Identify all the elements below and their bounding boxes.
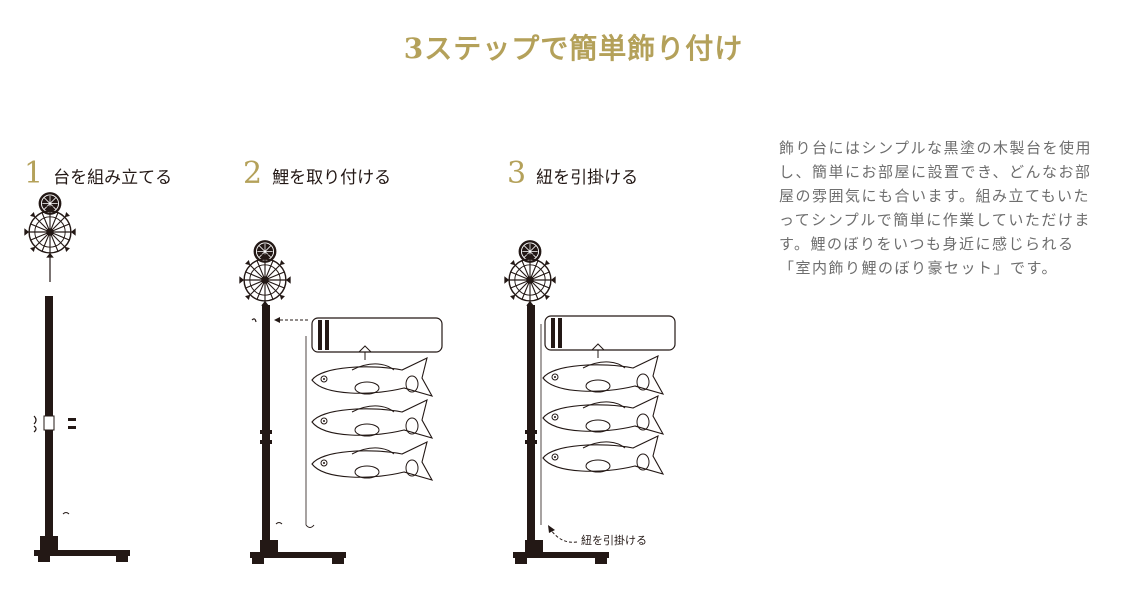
pole-stand-icon (33, 296, 130, 562)
step-1-illustration (23, 191, 130, 562)
step-3-number: 3 (507, 156, 527, 191)
carp-streamer-icon (311, 317, 443, 481)
description-line: 「室内飾り鯉のぼり豪セット」です。 (779, 259, 1059, 277)
windmill-icon (503, 239, 557, 307)
windmill-icon (23, 191, 77, 259)
description-line: 飾り台にはシンプルな黒塗の木製台を使用 (779, 139, 1093, 157)
step-1-heading: 1 台を組み立てる (24, 156, 172, 191)
carp-streamer-icon (542, 315, 676, 475)
step-3-illustration: 紐を引掛ける (503, 239, 676, 564)
windmill-icon (238, 239, 292, 307)
description-line: し、簡単にお部屋に設置でき、どんなお部 (779, 163, 1092, 181)
step-2-label: 鯉を取り付ける (272, 168, 392, 188)
page-title: 3ステップで簡単飾り付け (403, 31, 744, 65)
step-1-number: 1 (24, 156, 44, 191)
callout-label: 紐を引掛ける (581, 533, 647, 547)
step-2-heading: 2 鯉を取り付ける (243, 156, 391, 191)
description-line: 屋の雰囲気にも合います。組み立てもいた (779, 187, 1090, 205)
pole-stand-icon (513, 305, 609, 564)
description-line: す。鯉のぼりをいつも身近に感じられる (779, 235, 1075, 253)
description-line: ってシンプルで簡単に作業していただけま (779, 211, 1091, 229)
step-2-illustration (238, 239, 443, 564)
step-1-label: 台を組み立てる (53, 168, 173, 188)
description-text: 飾り台にはシンプルな黒塗の木製台を使用 し、簡単にお部屋に設置でき、どんなお部 … (779, 136, 1129, 280)
arrow-icon (548, 525, 578, 543)
step-3-label: 紐を引掛ける (536, 168, 639, 188)
arrow-icon (274, 317, 308, 323)
step-2-number: 2 (243, 156, 263, 191)
pole-stand-icon (250, 305, 346, 564)
step-3-heading: 3 紐を引掛ける (507, 156, 638, 191)
